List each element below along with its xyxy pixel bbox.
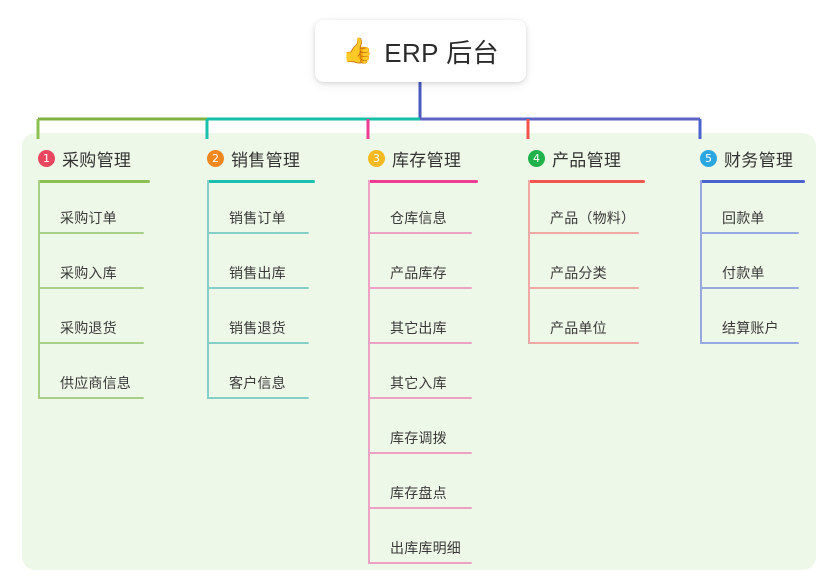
branch-spine [368,180,370,564]
branch-title: 采购管理 [62,151,132,170]
leaf-node[interactable]: 采购订单 [38,208,144,234]
leaf-node-label: 销售退货 [229,320,286,336]
branch-header-rule [207,180,315,183]
leaf-node[interactable]: 其它入库 [368,373,472,399]
leaf-node-label: 客户信息 [229,375,286,391]
leaf-node[interactable]: 销售退货 [207,318,309,344]
leaf-node-label: 采购入库 [60,265,117,281]
leaf-node-label: 仓库信息 [390,210,447,226]
leaf-node-label: 销售订单 [229,210,286,226]
leaf-node-rule [207,287,309,289]
leaf-node[interactable]: 库存盘点 [368,483,472,509]
leaf-node[interactable]: 仓库信息 [368,208,472,234]
leaf-node[interactable]: 产品（物料） [528,208,639,234]
branch-title: 库存管理 [392,151,462,170]
leaf-node-rule [207,397,309,399]
leaf-node-rule [368,342,472,344]
branch-header-rule [528,180,645,183]
root-node-content: 👍 ERP 后台 [342,33,499,70]
branch-title: 财务管理 [724,151,794,170]
leaf-node-rule [38,287,144,289]
leaf-node[interactable]: 供应商信息 [38,373,144,399]
leaf-node-rule [368,562,472,564]
leaf-node[interactable]: 销售出库 [207,263,309,289]
root-node[interactable]: 👍 ERP 后台 [315,20,526,82]
leaf-node-label: 产品单位 [550,320,607,336]
branch-number-badge: 2 [207,150,224,167]
leaf-node-rule [368,507,472,509]
root-title: ERP 后台 [384,37,499,68]
branch-header-rule [368,180,478,183]
branch-header-3[interactable]: 3 库存管理 [368,146,461,171]
branch-spine [700,180,702,344]
leaf-node-label: 付款单 [722,265,765,281]
leaf-node-label: 销售出库 [229,265,286,281]
leaf-node[interactable]: 其它出库 [368,318,472,344]
leaf-node-rule [368,232,472,234]
leaf-node-rule [528,232,639,234]
leaf-node[interactable]: 产品单位 [528,318,639,344]
leaf-node[interactable]: 产品库存 [368,263,472,289]
branch-header-rule [38,180,150,183]
branch-number-badge: 5 [700,150,717,167]
leaf-node-rule [38,342,144,344]
leaf-node-rule [528,342,639,344]
leaf-node-label: 回款单 [722,210,765,226]
leaf-node-rule [368,287,472,289]
branch-header-1[interactable]: 1 采购管理 [38,146,131,171]
leaf-node-rule [368,397,472,399]
leaf-node-label: 采购退货 [60,320,117,336]
leaf-node[interactable]: 采购退货 [38,318,144,344]
branch-spine [38,180,40,399]
leaf-node-label: 产品库存 [390,265,447,281]
leaf-node-label: 出库库明细 [390,540,461,556]
branch-number-badge: 1 [38,150,55,167]
branch-header-2[interactable]: 2 销售管理 [207,146,300,171]
branch-header-4[interactable]: 4 产品管理 [528,146,621,171]
leaf-node-label: 其它入库 [390,375,447,391]
branch-number-badge: 3 [368,150,385,167]
leaf-node-rule [368,452,472,454]
leaf-node-label: 采购订单 [60,210,117,226]
leaf-node-rule [38,232,144,234]
leaf-node[interactable]: 出库库明细 [368,538,472,564]
leaf-node[interactable]: 结算账户 [700,318,799,344]
branch-title: 产品管理 [552,151,622,170]
thumbs-up-icon: 👍 [342,36,374,65]
leaf-node-label: 库存盘点 [390,485,447,501]
branch-number-badge: 4 [528,150,545,167]
leaf-node-rule [700,232,799,234]
branch-header-rule [700,180,805,183]
branches-panel [22,133,816,570]
leaf-node-rule [700,287,799,289]
leaf-node-label: 供应商信息 [60,375,131,391]
leaf-node-label: 产品分类 [550,265,607,281]
leaf-node[interactable]: 库存调拨 [368,428,472,454]
branch-title: 销售管理 [231,151,301,170]
leaf-node-label: 产品（物料） [550,210,636,226]
leaf-node-label: 库存调拨 [390,430,447,446]
leaf-node-rule [207,232,309,234]
leaf-node-rule [700,342,799,344]
leaf-node-label: 其它出库 [390,320,447,336]
leaf-node-rule [207,342,309,344]
leaf-node-rule [38,397,144,399]
leaf-node-label: 结算账户 [722,320,779,336]
leaf-node-rule [528,287,639,289]
branch-spine [207,180,209,399]
leaf-node[interactable]: 客户信息 [207,373,309,399]
leaf-node[interactable]: 采购入库 [38,263,144,289]
leaf-node[interactable]: 销售订单 [207,208,309,234]
leaf-node[interactable]: 回款单 [700,208,799,234]
branch-spine [528,180,530,344]
branch-header-5[interactable]: 5 财务管理 [700,146,793,171]
leaf-node[interactable]: 付款单 [700,263,799,289]
leaf-node[interactable]: 产品分类 [528,263,639,289]
